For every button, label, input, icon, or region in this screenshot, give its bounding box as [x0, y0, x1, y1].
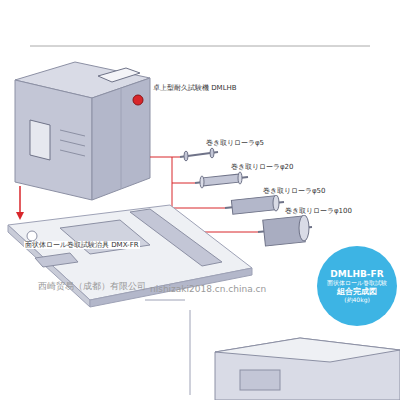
badge-text: (約40kg) — [344, 296, 370, 303]
badge-circle: DMLHB-FR面状体ロール巻取試験組合完成図(約40kg) — [317, 246, 397, 326]
part-name: 巻き取りローラφ100 — [284, 207, 353, 215]
badge-text: 組合完成図 — [337, 287, 377, 297]
badge-text: 面状体ロール巻取試験 — [327, 279, 387, 286]
part-name: 巻き取りローラφ50 — [262, 187, 327, 195]
watermark: nishizaki2018.cn.china.cn — [150, 284, 266, 294]
badge-text: DMLHB-FR — [330, 269, 383, 280]
part-name: 巻き取りローラφ20 — [230, 163, 295, 171]
part-name: 巻き取りローラφ5 — [205, 139, 265, 147]
watermark: 西崎贸易（成都）有限公司 — [38, 280, 146, 293]
part-name: 面状体ロール巻取試験治具 DMX-FR — [24, 241, 140, 249]
part-name: 卓上型耐久試験機 DMLHB — [152, 84, 238, 92]
